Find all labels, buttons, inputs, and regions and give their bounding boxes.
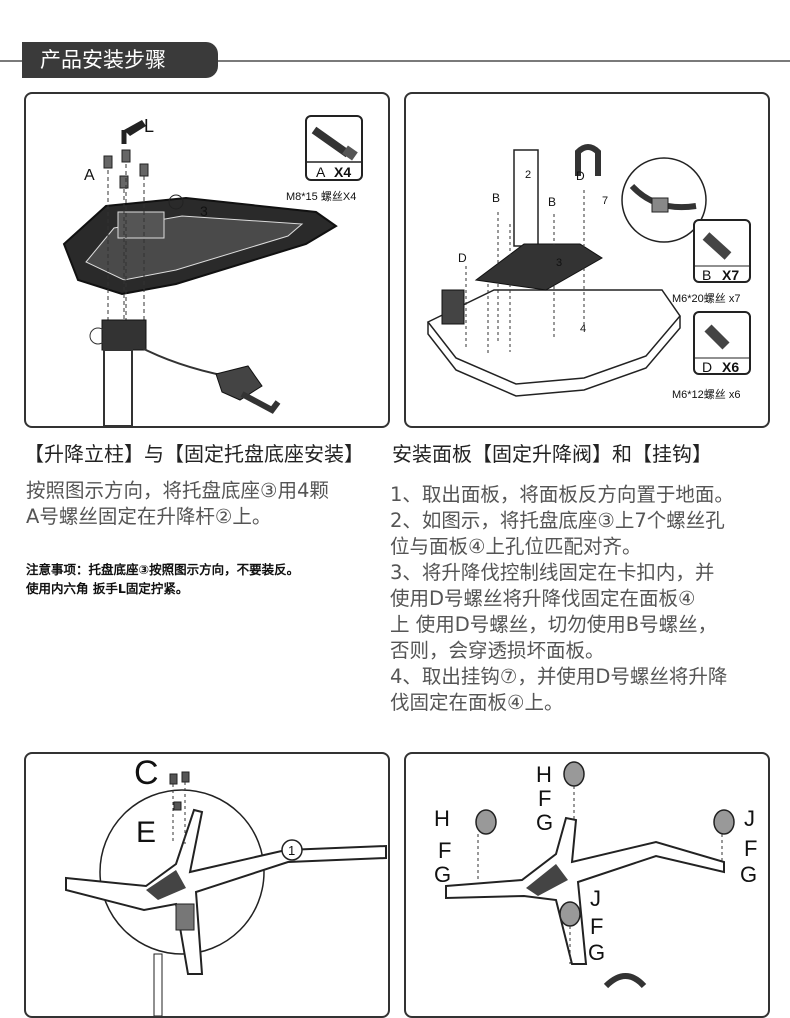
step2-line: 3、将升降伐控制线固定在卡扣内，并 <box>390 561 715 584</box>
board-diagram: 4 2 3 7 B B D D B X7 M6*20螺丝 x7 <box>426 144 751 401</box>
step2-line: 伐固定在面板④上。 <box>390 691 564 714</box>
hex-key-icon <box>124 120 146 136</box>
screw-a-label: A <box>316 164 326 180</box>
screw-d-label: D <box>702 359 712 375</box>
label-j1: J <box>744 806 755 831</box>
label-b1: B <box>492 191 500 205</box>
label-b2: B <box>548 195 556 209</box>
step2-line: 4、取出挂钩⑦，并使用D号螺丝将升降 <box>390 665 728 688</box>
column <box>513 149 539 247</box>
step2-line: 位与面板④上孔位匹配对齐。 <box>390 535 642 558</box>
screws-a <box>103 149 149 189</box>
step2-line: 1、取出面板，将面板反方向置于地面。 <box>390 483 734 506</box>
step1-title: 【升降立柱】与【固定托盘底座安装】 <box>24 442 364 466</box>
step1-line: A号螺丝固定在升降杆②上。 <box>26 505 272 528</box>
label-g4: G <box>588 940 605 965</box>
step1-note: 使用内六角 扳手L固定拧紧。 <box>26 581 189 596</box>
step2-title: 安装面板【固定升降阀】和【挂钩】 <box>392 442 712 466</box>
step1-instructions: 按照图示方向，将托盘底座③用4颗 A号螺丝固定在升降杆②上。 <box>26 478 329 530</box>
screw-b-label: B <box>702 267 711 283</box>
step1-line: 按照图示方向，将托盘底座③用4颗 <box>26 479 329 502</box>
leg-frame <box>65 808 387 975</box>
step1-notes: 注意事项：托盘底座③按照图示方向，不要装反。 使用内六角 扳手L固定拧紧。 <box>26 560 299 598</box>
diagram-panel-board: 4 2 3 7 B B D D B X7 M6*20螺丝 x7 <box>404 92 770 428</box>
label-4: 4 <box>580 323 586 335</box>
label-1: 1 <box>288 843 295 858</box>
screw-b-count: X7 <box>722 267 739 283</box>
step2-line: 使用D号螺丝将升降伐固定在面板④ <box>390 587 696 610</box>
screw-a-caption: M8*15 螺丝X4 <box>286 190 356 203</box>
diagram-panel-column-tray: L A 3 2 A X4 M8*15 螺丝X4 <box>24 92 390 428</box>
feet-diagram: H F G H F G J F G J F G <box>434 761 757 989</box>
label-l: L <box>144 116 154 136</box>
label-h2: H <box>434 806 450 831</box>
board-panel <box>427 316 681 397</box>
label-g1: G <box>536 810 553 835</box>
label-d2: D <box>458 251 467 265</box>
label-3: 3 <box>556 257 562 269</box>
label-f3: F <box>744 836 757 861</box>
step2-line: 上 使用D号螺丝，切勿使用B号螺丝， <box>390 613 718 636</box>
label-f4: F <box>590 914 603 939</box>
step2-instructions: 1、取出面板，将面板反方向置于地面。 2、如图示，将托盘底座③上7个螺丝孔 位与… <box>390 482 734 716</box>
label-h1: H <box>536 762 552 787</box>
label-c: C <box>134 754 159 792</box>
label-a: A <box>84 167 95 184</box>
label-e: E <box>136 816 156 849</box>
label-j2: J <box>590 886 601 911</box>
label-3: 3 <box>200 203 208 219</box>
label-2: 2 <box>525 169 531 181</box>
diagram-panel-base-legs: C E 1 <box>24 752 390 1018</box>
screw-b-caption: M6*20螺丝 x7 <box>672 292 740 305</box>
lift-column <box>103 349 133 426</box>
label-d1: D <box>576 169 585 183</box>
step2-line: 2、如图示，将托盘底座③上7个螺丝孔 <box>390 509 725 532</box>
leg-frame <box>445 816 725 965</box>
step2-line: 否则，会穿透损坏面板。 <box>390 639 605 662</box>
label-g3: G <box>740 862 757 887</box>
section-title: 产品安装步骤 <box>22 42 218 78</box>
screw-a-count: X4 <box>334 164 351 180</box>
column-tray-diagram: L A 3 2 A X4 M8*15 螺丝X4 <box>62 115 363 426</box>
label-f2: F <box>438 838 451 863</box>
screw-d-caption: M6*12螺丝 x6 <box>672 388 740 401</box>
label-g2: G <box>434 862 451 887</box>
label-7: 7 <box>602 195 608 207</box>
screw-d-count: X6 <box>722 359 739 375</box>
diagram-panel-feet: H F G H F G J F G J F G <box>404 752 770 1018</box>
step1-note: 注意事项：托盘底座③按照图示方向，不要装反。 <box>26 562 300 577</box>
label-f1: F <box>538 786 551 811</box>
glide-foot <box>563 761 585 787</box>
header-divider <box>0 60 790 62</box>
base-legs-diagram: C E 1 <box>65 754 387 1016</box>
